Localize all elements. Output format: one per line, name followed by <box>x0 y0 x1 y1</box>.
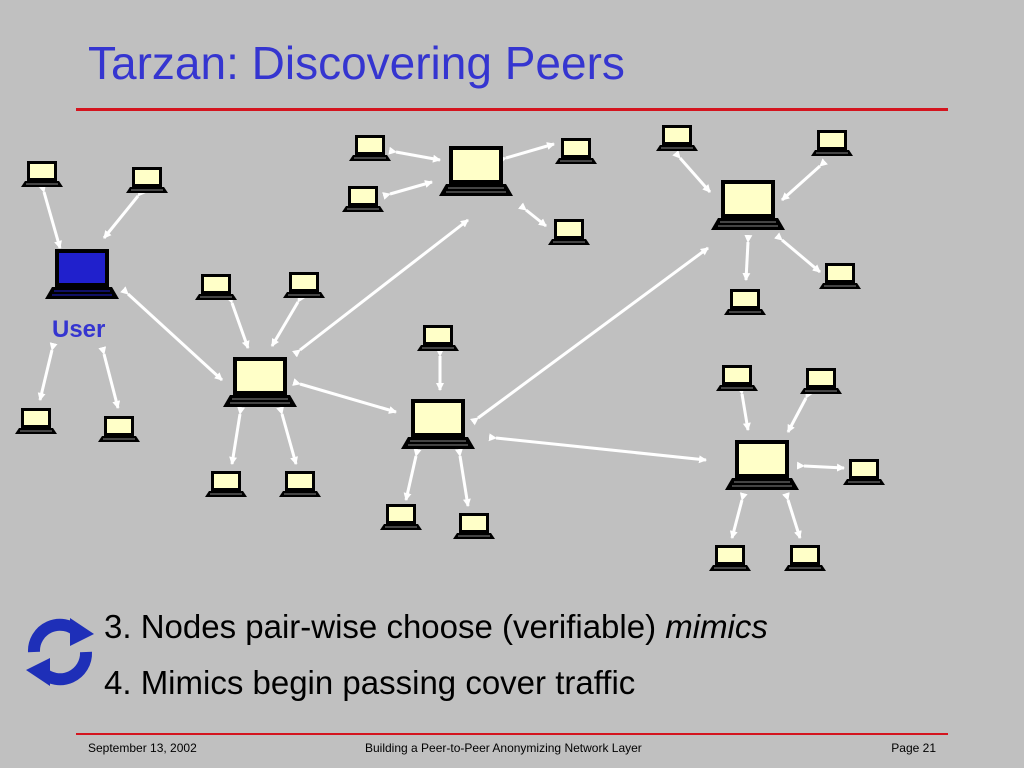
laptop-icon <box>710 179 786 231</box>
laptop-icon <box>724 439 800 491</box>
arrow <box>729 492 748 539</box>
laptop-icon <box>842 458 886 486</box>
footer-date: September 13, 2002 <box>88 741 197 755</box>
arrow <box>382 180 433 200</box>
laptop-icon <box>14 407 58 435</box>
laptop-icon <box>222 356 298 408</box>
arrow <box>518 202 547 228</box>
arrow <box>292 378 397 414</box>
bullet-cover-traffic: 4. Mimics begin passing cover traffic <box>104 664 636 701</box>
laptop-icon <box>452 512 496 540</box>
arrow <box>276 406 298 465</box>
arrow <box>120 286 224 382</box>
arrow <box>38 184 62 249</box>
arrow <box>98 346 121 409</box>
laptop-icon <box>125 166 169 194</box>
user-label: User <box>52 316 106 343</box>
arrow <box>736 386 751 431</box>
laptop-icon <box>400 398 476 450</box>
arrow <box>454 448 471 507</box>
arrow <box>403 448 422 501</box>
laptop-icon <box>708 544 752 572</box>
laptop-icon <box>715 364 759 392</box>
laptop-icon <box>783 544 827 572</box>
arrow <box>225 295 250 349</box>
laptop-icon <box>341 185 385 213</box>
laptop-icon <box>818 262 862 290</box>
laptop-icon <box>655 124 699 152</box>
arrow <box>774 232 821 274</box>
title-divider <box>76 108 948 111</box>
footer-divider <box>76 733 948 735</box>
arrow <box>469 246 709 426</box>
arrow <box>270 293 306 347</box>
peer-network-diagram <box>14 124 886 572</box>
laptop-icon <box>282 271 326 299</box>
arrow <box>780 158 828 202</box>
arrow <box>672 150 712 193</box>
arrow <box>742 234 753 281</box>
footer-title: Building a Peer-to-Peer Anonymizing Netw… <box>365 741 642 755</box>
laptop-icon <box>547 218 591 246</box>
laptop-icon <box>204 470 248 498</box>
bullet-mimics: 3. Nodes pair-wise choose (verifiable) m… <box>104 608 768 646</box>
laptop-icon <box>379 503 423 531</box>
laptop-icon <box>554 137 598 165</box>
arrow <box>388 146 441 163</box>
arrow <box>102 188 146 239</box>
laptop-icon <box>438 145 514 197</box>
user-laptop-icon <box>44 248 120 300</box>
footer-page-number: Page 21 <box>891 741 936 755</box>
bullet-emphasis: mimics <box>665 608 768 645</box>
arrow <box>796 461 845 472</box>
refresh-cycle-icon <box>26 618 94 686</box>
laptop-icon <box>194 273 238 301</box>
bullet-text: 3. Nodes pair-wise choose (verifiable) <box>104 608 666 645</box>
laptop-icon <box>723 288 767 316</box>
laptop-icon <box>799 367 843 395</box>
laptop-icon <box>278 470 322 498</box>
arrow <box>786 389 813 433</box>
arrow <box>782 492 802 539</box>
laptop-icon <box>20 160 64 188</box>
arrow <box>498 142 555 164</box>
arrow <box>292 218 469 358</box>
arrow <box>229 406 246 465</box>
laptop-icon <box>348 134 392 162</box>
arrow <box>37 342 58 401</box>
arrow <box>488 433 707 464</box>
slide-title: Tarzan: Discovering Peers <box>88 37 625 89</box>
laptop-icon <box>416 324 460 352</box>
laptop-icon <box>810 129 854 157</box>
laptop-icon <box>97 415 141 443</box>
